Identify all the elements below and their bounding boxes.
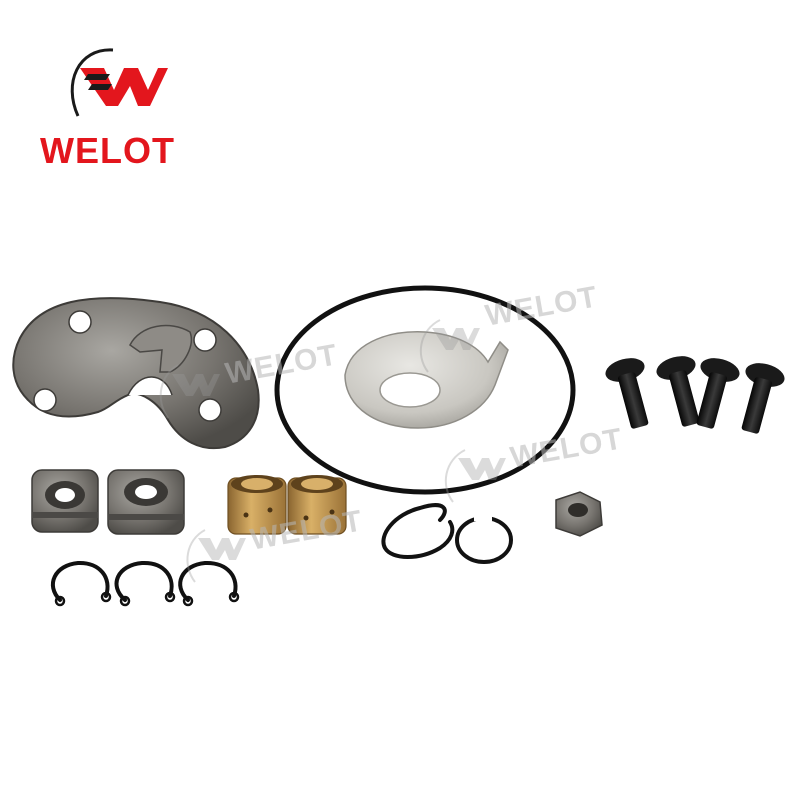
bolt	[605, 358, 649, 429]
brand-logo: WELOT	[18, 38, 218, 178]
snap-ring	[381, 503, 455, 559]
circlip	[50, 560, 112, 607]
piston-ring-seal	[107, 469, 185, 535]
bolt	[656, 356, 700, 427]
piston-ring-seal	[31, 469, 99, 533]
bolt-group	[605, 356, 785, 434]
circlip	[178, 560, 240, 607]
thrust-plate	[12, 297, 260, 450]
logo-text: WELOT	[40, 130, 175, 171]
circlip	[114, 560, 176, 607]
watermark-mark-icon	[159, 319, 506, 583]
bolt	[696, 358, 740, 429]
thrust-washer	[344, 331, 509, 429]
snap-ring	[455, 515, 513, 564]
bronze-journal-bearing	[227, 475, 287, 535]
lock-nut	[555, 491, 603, 537]
bolt	[741, 363, 785, 434]
logo-mark-icon	[70, 48, 168, 117]
o-ring	[274, 285, 576, 495]
bronze-journal-bearing	[287, 475, 347, 535]
